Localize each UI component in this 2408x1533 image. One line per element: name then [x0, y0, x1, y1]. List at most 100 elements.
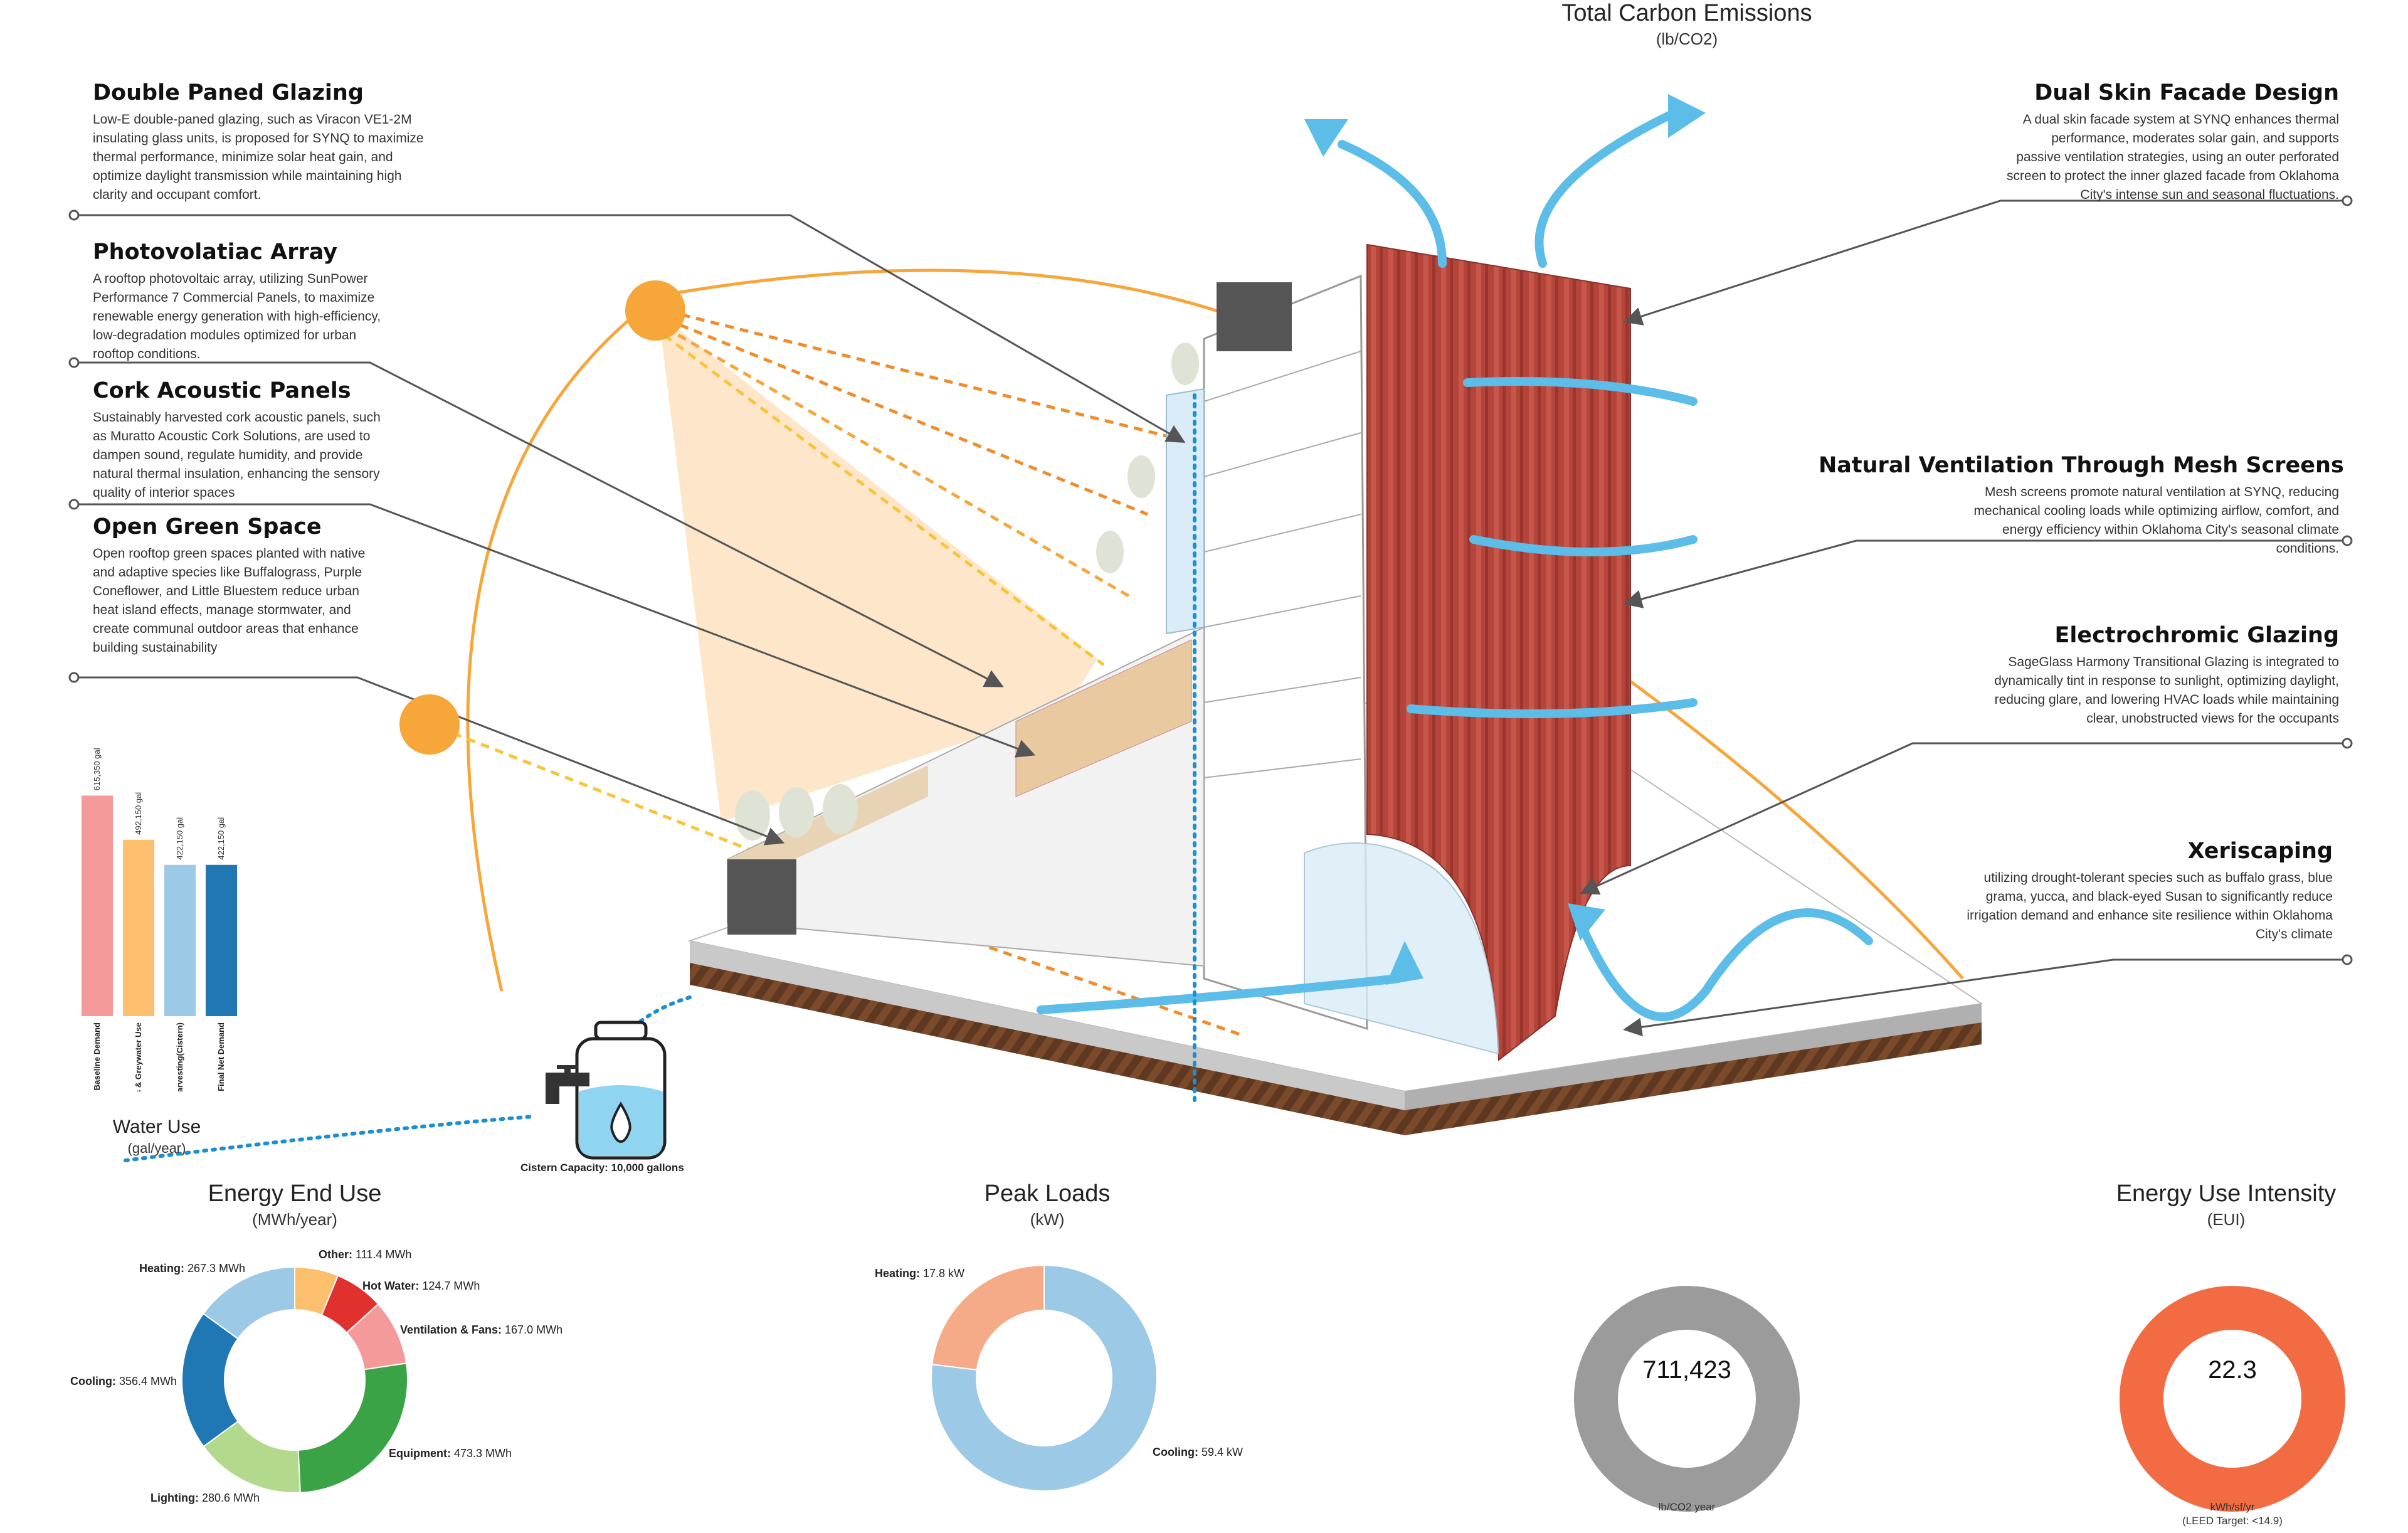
cistern-tank — [575, 1021, 667, 1160]
label-hot-water: Hot Water: 124.7 MWh — [362, 1280, 480, 1293]
carbon-unit: lb/CO2 year — [1658, 1501, 1716, 1513]
annotation-title: Cork Acoustic Panels — [93, 378, 351, 403]
chart-subtitle: (MWh/year) — [252, 1210, 337, 1229]
annotation-title: Double Paned Glazing — [93, 80, 364, 105]
label-value: 356.4 MWh — [119, 1375, 177, 1387]
chart-subtitle: (kW) — [1030, 1210, 1065, 1229]
annotation-body: SageGlass Harmony Transitional Glazing i… — [1994, 655, 2339, 726]
label-value: 17.8 kW — [923, 1267, 965, 1280]
water-bar — [206, 864, 237, 1016]
chart-title: Peak Loads — [984, 1180, 1111, 1207]
chart-title: Water Use — [112, 1117, 201, 1137]
carbon-title-block: Total Carbon Emissions (lb/CO2) — [1530, 0, 1844, 49]
eui-center-value: 22.3 — [2208, 1356, 2257, 1384]
label-name: Hot Water: — [362, 1280, 420, 1292]
airflow-arrowheads — [1304, 94, 1706, 985]
energy-end-use-title-block: Energy End Use (MWh/year) — [163, 1180, 426, 1229]
water-category-label: Baseline Demand — [92, 1022, 102, 1090]
chart-title: Energy Use Intensity — [2116, 1180, 2337, 1207]
label-equipment: Equipment: 473.3 MWh — [389, 1447, 512, 1460]
label-other: Other: 111.4 MWh — [319, 1248, 411, 1261]
label-value: 267.3 MWh — [187, 1262, 246, 1275]
label-value: 111.4 MWh — [356, 1248, 412, 1261]
eui-note: (LEED Target: <14.9) — [2182, 1515, 2283, 1527]
chart-subtitle: (lb/CO2) — [1656, 29, 1718, 48]
annotation-natural-ventilation: Natural Ventilation Through Mesh Screens… — [1819, 453, 2344, 558]
annotation-body: Sustainably harvested cork acoustic pane… — [93, 410, 381, 500]
annotation-photovoltaic-array: Photovolatiac Array A rooftop photovolta… — [93, 240, 444, 364]
carbon-donut — [1574, 1286, 1800, 1512]
water-category-label: Final Net Demand — [216, 1022, 226, 1091]
donut-slice — [1574, 1286, 1800, 1512]
label-name: Cooling: — [70, 1375, 116, 1387]
annotation-double-paned-glazing: Double Paned Glazing Low-E double-paned … — [93, 80, 444, 204]
label-name: Other: — [319, 1248, 352, 1261]
faucet-icon — [546, 1065, 589, 1104]
annotation-title: Natural Ventilation Through Mesh Screens — [1819, 453, 2344, 478]
donut-slice — [181, 1312, 239, 1448]
annotation-title: Xeriscaping — [2187, 839, 2333, 864]
water-bar-value: 615,350 gal — [92, 748, 102, 790]
label-name: Heating: — [875, 1267, 920, 1280]
label-value: 167.0 MWh — [505, 1323, 563, 1336]
label-cooling: Cooling: 356.4 MWh — [70, 1375, 177, 1388]
chart-title: Energy End Use — [208, 1180, 382, 1207]
label-value: 124.7 MWh — [422, 1280, 480, 1292]
eui-unit: kWh/sf/yr — [2210, 1501, 2255, 1513]
donut-slice — [202, 1266, 295, 1340]
label-name: Heating: — [139, 1262, 184, 1275]
peak-loads-donut — [931, 1264, 1158, 1492]
label-cooling-peak: Cooling: 59.4 kW — [1153, 1446, 1243, 1459]
donut-slice — [297, 1362, 408, 1493]
water-bar-value: 422,150 gal — [216, 817, 226, 860]
annotation-title: Open Green Space — [93, 514, 322, 539]
water-bar-value: 492,150 gal — [134, 792, 143, 835]
label-name: Cooling: — [1153, 1446, 1198, 1458]
eui-title-block: Energy Use Intensity (EUI) — [2069, 1180, 2383, 1229]
annotation-body: Mesh screens promote natural ventilation… — [1973, 485, 2339, 556]
energy-end-use-donut — [181, 1266, 408, 1493]
donut-slice — [2120, 1286, 2345, 1512]
water-bar — [82, 795, 113, 1016]
annotation-title: Electrochromic Glazing — [2054, 623, 2339, 648]
chart-title: Total Carbon Emissions — [1561, 0, 1812, 26]
label-value: 59.4 kW — [1201, 1446, 1244, 1458]
water-drop-icon — [610, 1101, 631, 1143]
annotation-cork-acoustic-panels: Cork Acoustic Panels Sustainably harvest… — [93, 378, 444, 502]
donut-slice — [931, 1264, 1045, 1371]
label-ventilation: Ventilation & Fans: 167.0 MWh — [400, 1323, 562, 1337]
water-use-title-block: Water Use (gal/year) — [88, 1117, 226, 1157]
annotation-dual-skin-facade: Dual Skin Facade Design A dual skin faca… — [1913, 80, 2339, 204]
terraces — [727, 342, 1205, 967]
label-value: 280.6 MWh — [201, 1492, 260, 1504]
water-bar — [123, 839, 154, 1016]
chart-subtitle: (gal/year) — [127, 1140, 186, 1156]
label-value: 473.3 MWh — [454, 1447, 512, 1460]
sun-icon — [399, 694, 460, 755]
carbon-center-value: 711,423 — [1642, 1356, 1731, 1384]
airflow-arrow-icon — [1037, 109, 1873, 1021]
water-category-label: After Rainwater Harvesting(Cistern) — [175, 1022, 184, 1091]
label-lighting: Lighting: 280.6 MWh — [150, 1492, 260, 1505]
water-bar — [164, 864, 196, 1016]
peak-loads-title-block: Peak Loads (kW) — [916, 1180, 1179, 1229]
annotation-title: Photovolatiac Array — [93, 240, 338, 265]
annotation-title: Dual Skin Facade Design — [2034, 80, 2339, 105]
annotation-body: Low-E double-paned glazing, such as Vira… — [93, 112, 424, 202]
annotation-open-green-space: Open Green Space Open rooftop green spac… — [93, 514, 444, 657]
water-bar-value: 422,150 gal — [175, 817, 184, 860]
annotation-body: A dual skin facade system at SYNQ enhanc… — [2007, 112, 2339, 202]
label-name: Equipment: — [389, 1447, 451, 1460]
label-heating-peak: Heating: 17.8 kW — [875, 1267, 964, 1280]
leader-lines — [68, 195, 2353, 1037]
cistern-label: Cistern Capacity: 10,000 gallons — [520, 1162, 684, 1174]
annotation-body: A rooftop photovoltaic array, utilizing … — [93, 272, 381, 361]
annotation-electrochromic-glazing: Electrochromic Glazing SageGlass Harmony… — [1913, 623, 2339, 728]
label-heating: Heating: 267.3 MWh — [139, 1262, 245, 1275]
donut-slice — [931, 1264, 1158, 1492]
label-name: Ventilation & Fans: — [400, 1323, 502, 1336]
water-category-label: After Low-Flow Fixtures & Greywater Use — [134, 1022, 143, 1091]
eui-donut — [2120, 1286, 2345, 1512]
